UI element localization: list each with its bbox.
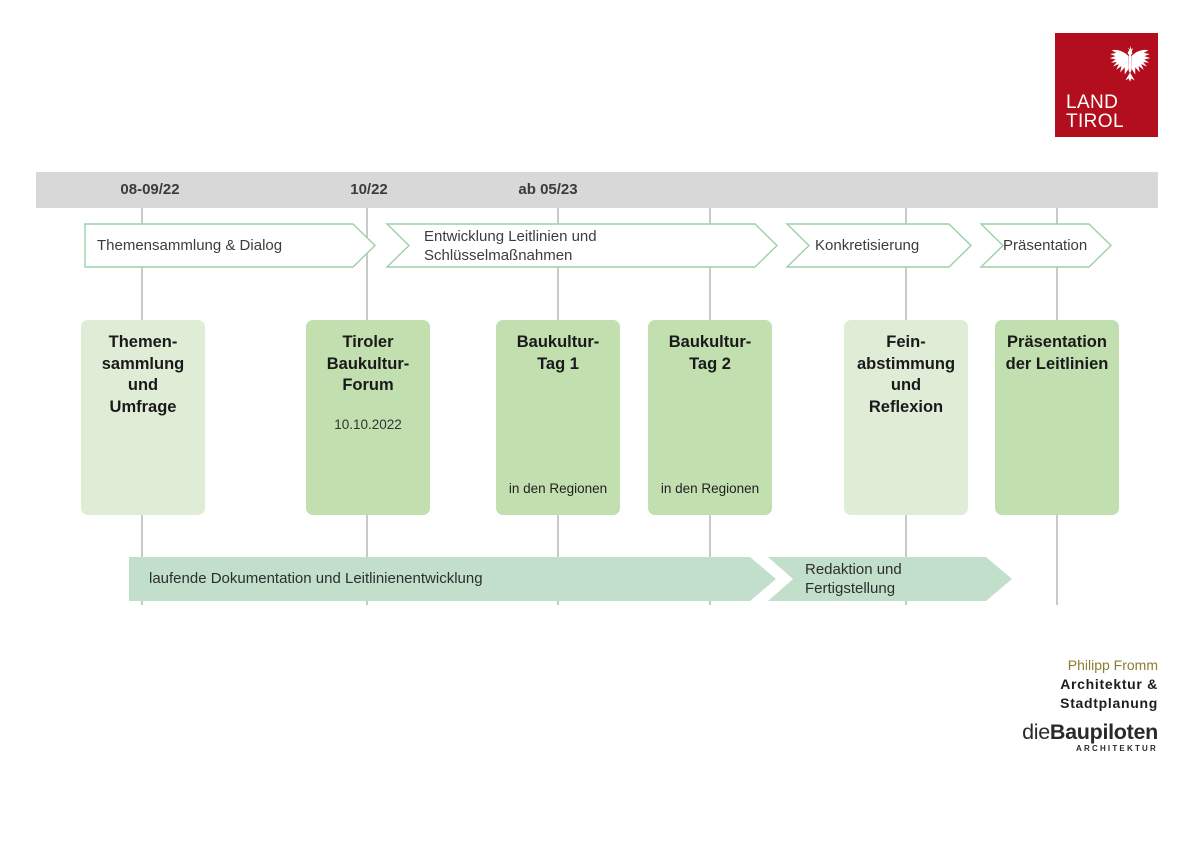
chevron-banner-shape (84, 223, 377, 268)
milestone-title: Themen- sammlung und Umfrage (101, 333, 185, 416)
tirol-eagle-icon (1109, 45, 1151, 82)
phase-themensammlung: Themensammlung & Dialog (84, 223, 377, 268)
phase-label: Entwicklung Leitlinien und Schlüsselmaßn… (424, 227, 597, 264)
milestone-date: 10.10.2022 (334, 416, 402, 432)
logo-line-2: TIROL (1066, 111, 1124, 132)
logo-wordmark: LAND TIROL (1066, 93, 1124, 131)
timeline-date-bar: 08-09/22 10/22 ab 05/23 (36, 172, 1158, 208)
milestone-footnote: in den Regionen (660, 481, 760, 496)
milestone-praesentation-leitlinien: Präsentation der Leitlinien (995, 320, 1119, 515)
baupiloten-logo: dieBaupiloten (1022, 720, 1158, 744)
phase-entwicklung-leitlinien: Entwicklung Leitlinien und Schlüsselmaßn… (385, 223, 779, 268)
phase-praesentation: Präsentation (979, 223, 1113, 268)
land-tirol-logo: LAND TIROL (1055, 33, 1158, 137)
process-arrow-shape (768, 557, 1012, 601)
milestone-footnote: in den Regionen (508, 481, 608, 496)
baupiloten-logo-prefix: die (1022, 720, 1050, 744)
milestone-title: Präsentation der Leitlinien (1005, 333, 1109, 373)
milestone-title: Baukultur- Tag 1 (516, 333, 600, 373)
process-arrow-dokumentation: laufende Dokumentation und Leitlinienent… (129, 557, 776, 601)
process-arrow-label: Redaktion und Fertigstellung (805, 560, 902, 598)
process-arrow-shape (129, 557, 776, 601)
footer-credits: Philipp Fromm Architektur & Stadtplanung… (1022, 656, 1158, 753)
process-arrow-redaktion: Redaktion und Fertigstellung (768, 557, 1012, 601)
milestone-title: Tiroler Baukultur- Forum (326, 333, 410, 394)
date-label-3: ab 05/23 (518, 181, 578, 198)
footer-author-name: Philipp Fromm (1067, 657, 1158, 673)
milestone-baukultur-tag-1: Baukultur- Tag 1 in den Regionen (496, 320, 620, 515)
phase-konkretisierung: Konkretisierung (785, 223, 973, 268)
milestone-baukultur-tag-2: Baukultur- Tag 2 in den Regionen (648, 320, 772, 515)
milestone-baukultur-forum: Tiroler Baukultur- Forum 10.10.2022 (306, 320, 430, 515)
phase-label: Themensammlung & Dialog (97, 237, 283, 254)
chevron-banner-shape (385, 223, 779, 268)
baupiloten-logo-subtitle: ARCHITEKTUR (1076, 744, 1158, 753)
logo-line-1: LAND (1066, 92, 1119, 113)
baupiloten-logo-name: Baupiloten (1049, 720, 1158, 744)
chevron-banner-shape (785, 223, 973, 268)
chevron-banner-shape (979, 223, 1113, 268)
date-label-1: 08-09/22 (120, 181, 180, 198)
footer-author-profession: Architektur & Stadtplanung (1060, 676, 1158, 711)
phase-label: Präsentation (1003, 237, 1088, 254)
phase-label: Konkretisierung (815, 237, 920, 254)
milestone-themensammlung-umfrage: Themen- sammlung und Umfrage (81, 320, 205, 515)
process-arrow-label: laufende Dokumentation und Leitlinienent… (149, 570, 483, 588)
milestone-title: Fein- abstimmung und Reflexion (856, 333, 956, 416)
date-label-2: 10/22 (350, 181, 388, 198)
milestone-feinabstimmung: Fein- abstimmung und Reflexion (844, 320, 968, 515)
milestone-title: Baukultur- Tag 2 (668, 333, 752, 373)
